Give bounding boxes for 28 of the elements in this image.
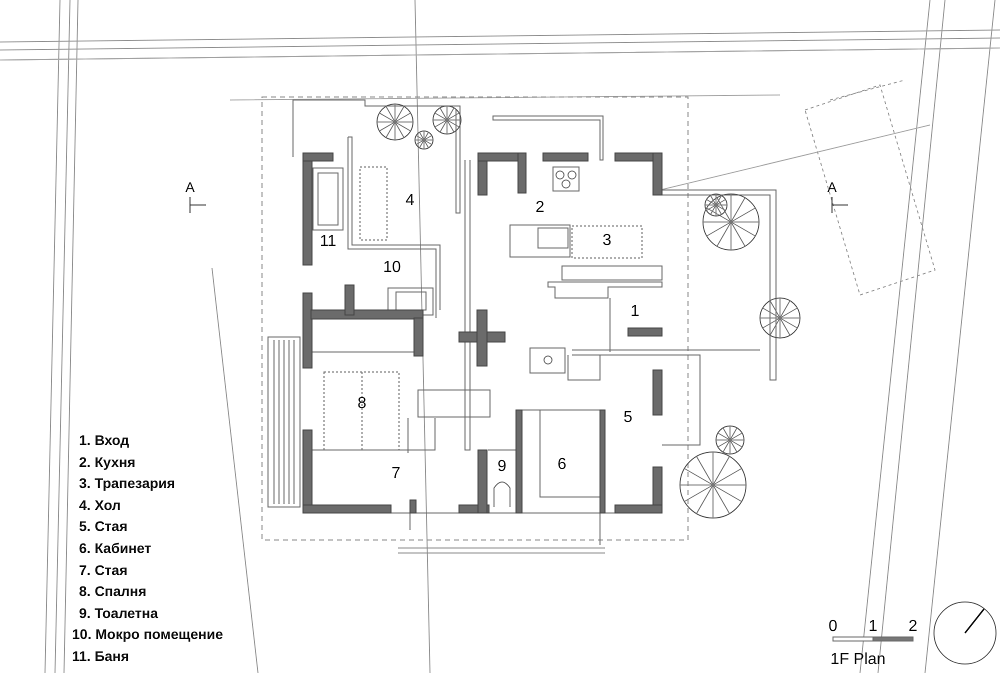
section-label: A	[827, 180, 837, 194]
room-number: 5	[624, 410, 632, 426]
plan-caption: 1F Plan	[830, 652, 886, 668]
legend-item: 8. Спалня	[79, 584, 146, 598]
legend-item: 2. Кухня	[79, 454, 136, 469]
room-number: 2	[536, 200, 544, 216]
legend-item: 6. Кабинет	[79, 541, 152, 555]
scale-number: 0	[828, 619, 838, 635]
scale-number: 2	[908, 619, 918, 635]
section-label: A	[185, 180, 195, 194]
legend-item: 3. Трапезария	[79, 476, 176, 490]
room-number: 10	[383, 260, 401, 276]
room-number: 9	[498, 459, 506, 475]
room-number: 6	[558, 457, 566, 473]
legend-item: 11. Баня	[72, 649, 130, 663]
room-number: 8	[358, 396, 366, 412]
room-number: 3	[602, 233, 612, 249]
legend-item: 9. Тоалетна	[79, 606, 158, 620]
legend-item: 10. Мокро помещение	[72, 627, 223, 642]
scale-number: 1	[868, 619, 878, 635]
room-number: 11	[320, 234, 336, 250]
room-number: 7	[392, 466, 400, 482]
legend-item: 1. Вход	[79, 433, 130, 447]
legend-item: 4. Хол	[79, 498, 121, 512]
legend-item: 7. Стая	[79, 562, 128, 577]
legend-item: 5. Стая	[79, 519, 128, 534]
room-number: 4	[406, 193, 414, 209]
room-number: 1	[630, 304, 640, 320]
